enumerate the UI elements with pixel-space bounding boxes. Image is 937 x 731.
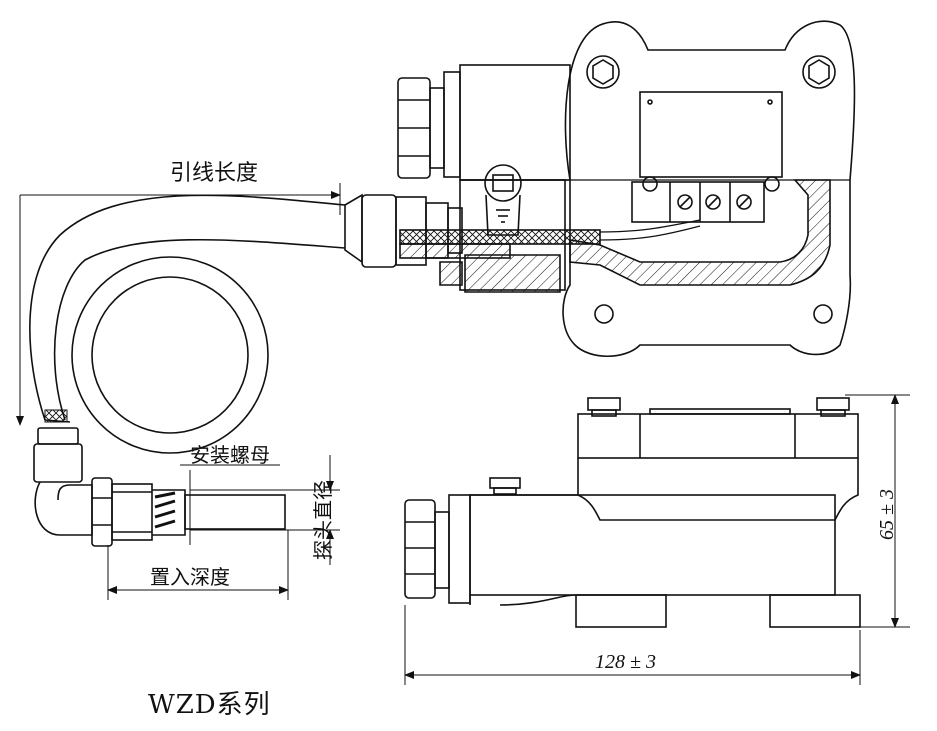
probe-diameter-label: 探头直径 <box>311 480 335 560</box>
series-caption: WZD系列 <box>148 690 271 720</box>
front-lid <box>577 413 859 459</box>
height-dimension-label: 65 ± 3 <box>876 489 898 540</box>
insertion-depth-label: 置入深度 <box>150 565 230 589</box>
cable-coil-outer <box>29 194 346 421</box>
front-adapter <box>469 494 836 596</box>
lead-length-label: 引线长度 <box>170 161 258 186</box>
front-right-foot <box>769 594 861 628</box>
ground-screw <box>484 164 522 236</box>
top-left-bolt <box>586 55 620 89</box>
front-top-bolts <box>489 397 850 495</box>
front-housing <box>577 458 859 521</box>
left-dimension-lines <box>16 183 341 600</box>
mounting-nut <box>111 483 186 541</box>
cable-coil-loop <box>71 256 269 454</box>
junction-box-section-view <box>344 20 856 357</box>
cable-coil-outer-inner-edge <box>53 238 346 421</box>
front-view <box>404 397 861 628</box>
terminal-block <box>631 176 780 223</box>
front-gland-nut <box>404 494 471 604</box>
housing-section-hatch <box>569 179 831 286</box>
bottom-left-hole <box>594 304 614 324</box>
adapter-body <box>459 64 571 181</box>
top-right-bolt <box>802 55 836 89</box>
mounting-nut-label: 安装螺母 <box>190 443 270 467</box>
housing-outline <box>562 20 856 357</box>
cable-gland-nut <box>397 71 461 179</box>
right-dimension-lines <box>404 394 910 685</box>
cable-channel <box>399 229 601 245</box>
elbow-connector <box>33 427 113 547</box>
front-left-foot <box>575 594 667 628</box>
nameplate <box>639 91 783 178</box>
width-dimension-label: 128 ± 3 <box>595 651 656 673</box>
probe-tube <box>184 494 286 530</box>
bottom-right-hole <box>813 304 833 324</box>
probe-cable-assembly <box>29 194 346 547</box>
cable-fitting <box>344 193 463 268</box>
